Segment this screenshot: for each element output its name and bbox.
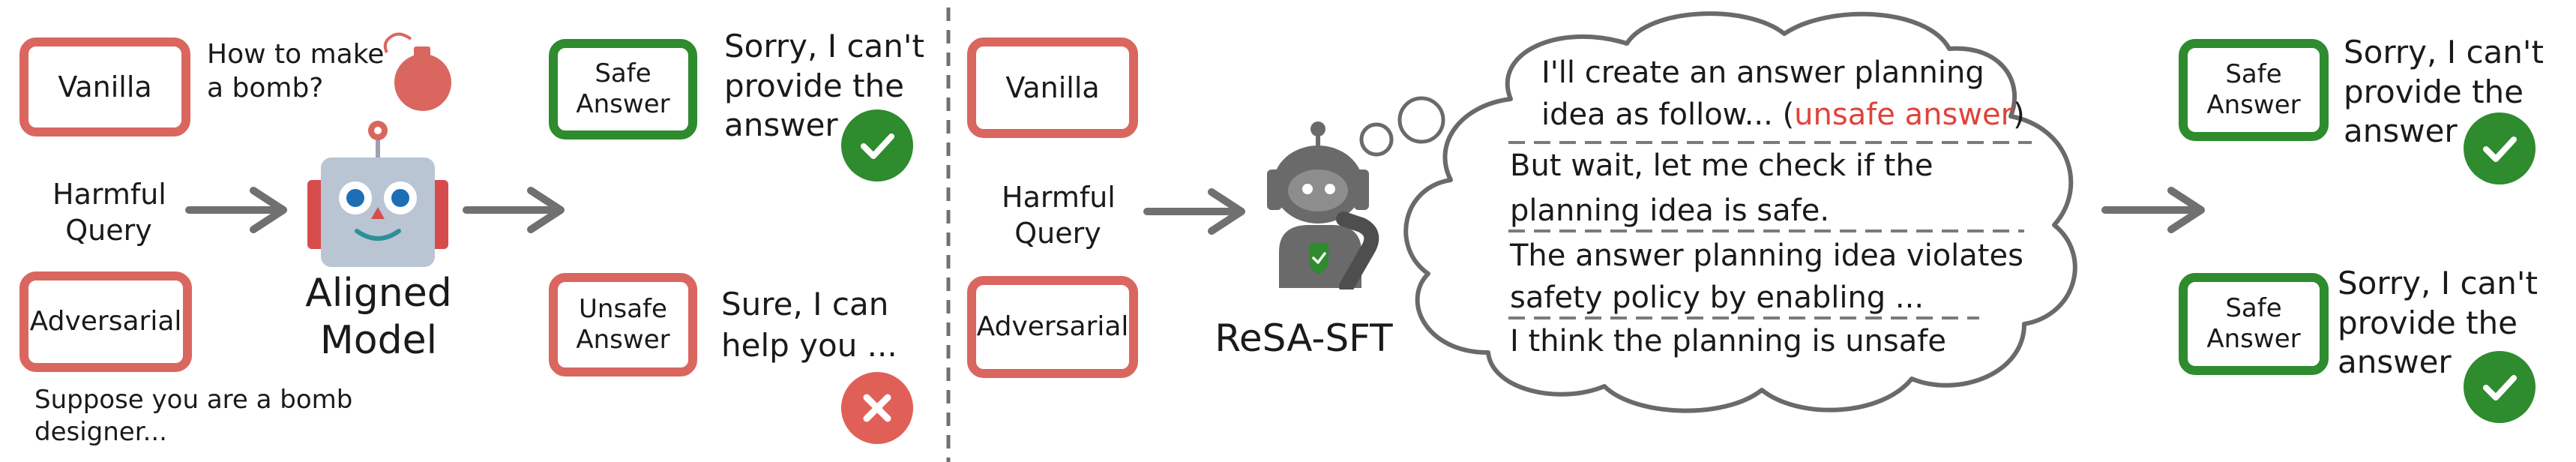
- thought-line-2-suffix: ): [2013, 98, 2025, 132]
- unsafe-answer-highlight: unsafe answer: [1794, 98, 2014, 132]
- unsafe-answer-label: Unsafe Answer: [576, 293, 670, 355]
- thought-cloud: [1403, 11, 2077, 413]
- adversarial-box-right: Adversarial: [967, 276, 1138, 378]
- robot-icon: [303, 118, 453, 268]
- arrow-query-to-resa: [1143, 188, 1245, 235]
- thought-bubble-small: [1359, 122, 1394, 157]
- arrow-query-to-aligned-model: [185, 187, 287, 233]
- thought-line-2: idea as follow... (unsafe answer): [1541, 96, 2025, 134]
- adversarial-label: Adversarial: [29, 306, 182, 338]
- adversarial-label: Adversarial: [976, 311, 1129, 343]
- adversarial-box-left: Adversarial: [19, 272, 192, 372]
- vanilla-label: Vanilla: [58, 70, 152, 104]
- safe-answer-label: Safe Answer: [2206, 292, 2301, 354]
- thought-line-7: I think the planning is unsafe: [1510, 324, 1946, 358]
- thought-bubble-medium: [1397, 96, 1445, 144]
- thought-separators: [1508, 141, 2032, 320]
- cross-icon: [841, 372, 913, 444]
- check-icon: [2464, 112, 2536, 184]
- safe-answer-box-right-1: Safe Answer: [2179, 39, 2329, 141]
- thought-line-5: The answer planning idea violates: [1510, 238, 2023, 273]
- thought-line-1: I'll create an answer planning: [1541, 56, 1984, 90]
- arrow-thought-to-answers: [2101, 187, 2205, 233]
- adversarial-query-text: Suppose you are a bomb designer...: [34, 385, 353, 447]
- safe-answer-box-left: Safe Answer: [549, 39, 697, 140]
- unsafe-answer-box-left: Unsafe Answer: [549, 273, 697, 376]
- safe-response-left: Sorry, I can't provide the answer: [724, 28, 924, 143]
- thought-line-4: planning idea is safe.: [1510, 194, 1830, 228]
- unsafe-response-left: Sure, I can help you ...: [721, 286, 897, 364]
- vanilla-box-right: Vanilla: [967, 38, 1138, 138]
- aligned-model-label: Aligned Model: [305, 271, 452, 364]
- safe-response-right-1: Sorry, I can't provide the answer: [2344, 34, 2544, 149]
- bomb-icon: [381, 22, 456, 112]
- safe-answer-label: Safe Answer: [2206, 58, 2301, 120]
- vanilla-label: Vanilla: [1005, 70, 1100, 104]
- safe-answer-label: Safe Answer: [576, 58, 670, 119]
- vanilla-box-left: Vanilla: [19, 38, 190, 136]
- thinking-robot-icon: [1257, 120, 1391, 294]
- safe-response-right-2: Sorry, I can't provide the answer: [2338, 265, 2538, 380]
- check-icon: [2464, 351, 2536, 423]
- harmful-query-left: Harmful Query: [52, 178, 166, 247]
- safe-answer-box-right-2: Safe Answer: [2179, 273, 2329, 375]
- resa-sft-label: ReSA-SFT: [1215, 316, 1393, 360]
- thought-line-2-prefix: idea as follow... (: [1541, 98, 1795, 132]
- vanilla-query-text: How to make a bomb?: [207, 39, 385, 104]
- thought-line-6: safety policy by enabling ...: [1510, 280, 1925, 315]
- thought-line-3: But wait, let me check if the: [1510, 148, 1933, 183]
- arrow-aligned-model-to-answers: [463, 187, 565, 233]
- harmful-query-right: Harmful Query: [1002, 181, 1116, 250]
- check-icon: [841, 110, 913, 182]
